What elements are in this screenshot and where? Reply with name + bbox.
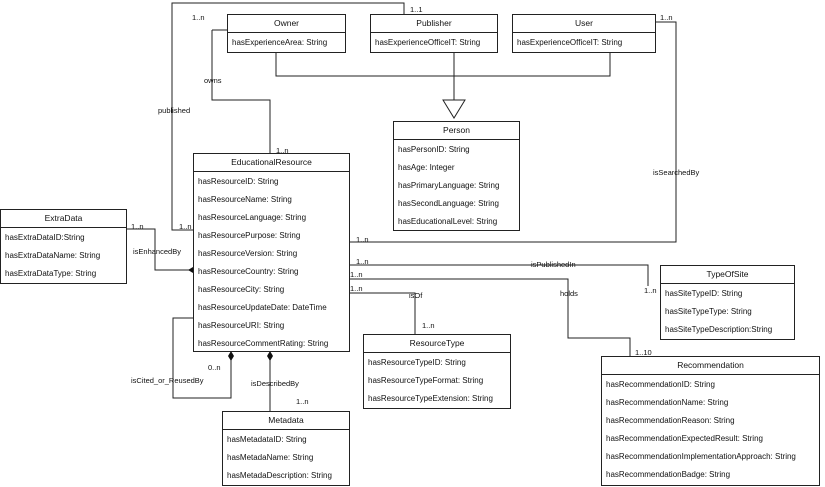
class-extra-data-attr: hasExtraDataName: String bbox=[5, 251, 101, 260]
multiplicity-label: 0..n bbox=[208, 363, 221, 372]
class-educational-resource-attr: hasResourceURI: String bbox=[198, 321, 285, 330]
class-extra-data-attr: hasExtraDataID:String bbox=[5, 233, 85, 242]
class-publisher-attr: hasExperienceOfficeIT: String bbox=[375, 38, 481, 47]
class-recommendation-attr: hasRecommendationID: String bbox=[606, 380, 715, 389]
class-educational-resource-attr: hasResourceUpdateDate: DateTime bbox=[198, 303, 327, 312]
user-generalization-line bbox=[454, 53, 611, 77]
is-of-line bbox=[350, 292, 416, 334]
multiplicity-label: 1..10 bbox=[635, 348, 652, 357]
class-educational-resource-attr: hasResourceName: String bbox=[198, 195, 292, 204]
association-label-holds: holds bbox=[560, 289, 578, 298]
is-searched-by-line bbox=[350, 21, 677, 243]
class-person-attr: hasEducationalLevel: String bbox=[398, 217, 498, 226]
multiplicity-label: 1..n bbox=[179, 222, 192, 231]
multiplicity-label: 1..n bbox=[660, 13, 673, 22]
class-person: Person hasPersonID: String hasAge: Integ… bbox=[393, 121, 520, 231]
is-enhanced-by-line bbox=[127, 228, 193, 271]
class-metadata-attr: hasMetadataID: String bbox=[227, 435, 307, 444]
class-recommendation-attr: hasRecommendationExpectedResult: String bbox=[606, 434, 763, 443]
class-metadata-attr: hasMetadaDescription: String bbox=[227, 471, 332, 480]
class-metadata: Metadata hasMetadataID: String hasMetada… bbox=[222, 411, 350, 486]
class-educational-resource-attr: hasResourceCountry: String bbox=[198, 267, 299, 276]
is-described-by-diamond bbox=[267, 351, 273, 361]
class-recommendation: Recommendation hasRecommendationID: Stri… bbox=[601, 356, 820, 486]
association-label-is-enhanced-by: isEnhancedBy bbox=[133, 247, 181, 256]
class-educational-resource-attr: hasResourceVersion: String bbox=[198, 249, 298, 258]
association-label-is-of: isOf bbox=[409, 291, 423, 300]
class-user-title: User bbox=[513, 15, 655, 33]
association-label-is-searched-by: isSearchedBy bbox=[653, 168, 700, 177]
multiplicity-label: 1..n bbox=[350, 284, 363, 293]
class-extra-data-title: ExtraData bbox=[1, 210, 126, 228]
class-person-title: Person bbox=[394, 122, 519, 140]
is-published-in-line bbox=[350, 264, 649, 286]
class-extra-data: ExtraData hasExtraDataID:String hasExtra… bbox=[0, 209, 127, 284]
class-owner-attr: hasExperienceArea: String bbox=[232, 38, 328, 47]
class-educational-resource-title: EducationalResource bbox=[194, 154, 349, 172]
class-metadata-attr: hasMetadaName: String bbox=[227, 453, 314, 462]
multiplicity-label: 1..n bbox=[356, 235, 369, 244]
class-educational-resource: EducationalResource hasResourceID: Strin… bbox=[193, 153, 350, 352]
class-educational-resource-attr: hasResourcePurpose: String bbox=[198, 231, 301, 240]
class-resource-type-attr: hasResourceTypeID: String bbox=[368, 358, 466, 367]
holds-line bbox=[350, 278, 631, 356]
class-recommendation-attr: hasRecommendationBadge: String bbox=[606, 470, 731, 479]
class-recommendation-attr: hasRecommendationName: String bbox=[606, 398, 729, 407]
class-educational-resource-attr: hasResourceCommentRating: String bbox=[198, 339, 329, 348]
multiplicity-label: 1..n bbox=[192, 13, 205, 22]
multiplicity-label: 1..n bbox=[276, 146, 289, 155]
class-publisher: Publisher hasExperienceOfficeIT: String bbox=[370, 14, 498, 53]
association-label-published: published bbox=[158, 106, 191, 115]
is-cited-line bbox=[172, 317, 232, 399]
association-label-owns: owns bbox=[204, 76, 222, 85]
owner-generalization-line bbox=[275, 53, 454, 77]
class-educational-resource-attr: hasResourceCity: String bbox=[198, 285, 285, 294]
class-extra-data-attr: hasExtraDataType: String bbox=[5, 269, 97, 278]
class-resource-type-attr: hasResourceTypeExtension: String bbox=[368, 394, 493, 403]
class-educational-resource-attr: hasResourceLanguage: String bbox=[198, 213, 307, 222]
class-metadata-title: Metadata bbox=[223, 412, 349, 430]
class-person-attr: hasPrimaryLanguage: String bbox=[398, 181, 500, 190]
class-type-of-site-attr: hasSiteTypeID: String bbox=[665, 289, 743, 298]
class-type-of-site-attr: hasSiteTypeDescription:String bbox=[665, 325, 773, 334]
multiplicity-label: 1..n bbox=[131, 222, 144, 231]
is-cited-diamond bbox=[228, 351, 234, 361]
association-label-is-cited-or-reused-by: isCited_or_ReusedBy bbox=[131, 376, 204, 385]
class-type-of-site-attr: hasSiteTypeType: String bbox=[665, 307, 752, 316]
class-user: User hasExperienceOfficeIT: String bbox=[512, 14, 656, 53]
multiplicity-label: 1..n bbox=[296, 397, 309, 406]
multiplicity-label: 1..n bbox=[350, 270, 363, 279]
multiplicity-label: 1..n bbox=[422, 321, 435, 330]
class-resource-type-title: ResourceType bbox=[364, 335, 510, 353]
association-label-is-described-by: isDescribedBy bbox=[251, 379, 299, 388]
class-resource-type: ResourceType hasResourceTypeID: String h… bbox=[363, 334, 511, 409]
association-label-is-published-in: isPublishedIn bbox=[531, 260, 576, 269]
class-educational-resource-attr: hasResourceID: String bbox=[198, 177, 279, 186]
multiplicity-label: 1..n bbox=[356, 257, 369, 266]
class-recommendation-attr: hasRecommendationImplementationApproach:… bbox=[606, 452, 796, 461]
owns-line bbox=[211, 29, 271, 153]
multiplicity-label: 1..n bbox=[644, 286, 657, 295]
class-user-attr: hasExperienceOfficeIT: String bbox=[517, 38, 623, 47]
class-person-attr: hasAge: Integer bbox=[398, 163, 455, 172]
class-person-attr: hasSecondLanguage: String bbox=[398, 199, 499, 208]
class-person-attr: hasPersonID: String bbox=[398, 145, 470, 154]
class-resource-type-attr: hasResourceTypeFormat: String bbox=[368, 376, 484, 385]
published-line bbox=[171, 2, 405, 231]
class-owner-title: Owner bbox=[228, 15, 345, 33]
class-publisher-title: Publisher bbox=[371, 15, 497, 33]
generalization-arrowhead bbox=[442, 99, 466, 119]
class-type-of-site: TypeOfSite hasSiteTypeID: String hasSite… bbox=[660, 265, 795, 340]
class-recommendation-title: Recommendation bbox=[602, 357, 819, 375]
class-owner: Owner hasExperienceArea: String bbox=[227, 14, 346, 53]
class-type-of-site-title: TypeOfSite bbox=[661, 266, 794, 284]
class-recommendation-attr: hasRecommendationReason: String bbox=[606, 416, 735, 425]
multiplicity-label: 1..1 bbox=[410, 5, 423, 14]
